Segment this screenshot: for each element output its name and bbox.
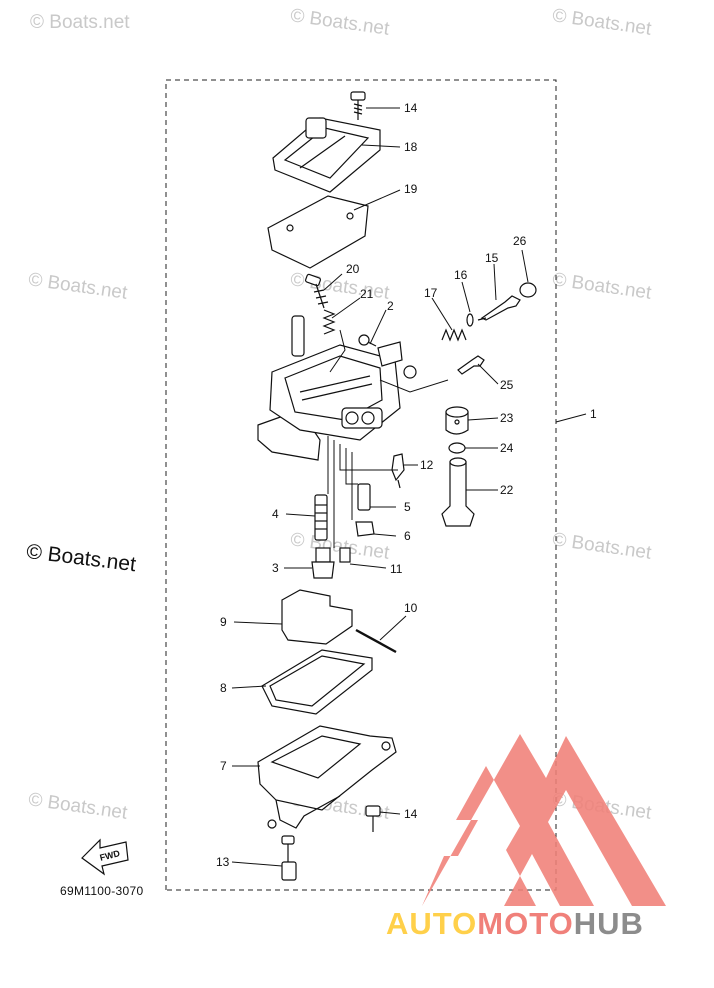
automotohub-logo-icon: [422, 734, 666, 906]
carburetor-body-part: [257, 315, 417, 461]
screw-part: [350, 91, 366, 120]
needle-valve-part: [477, 295, 521, 321]
callout-label: 19: [404, 182, 418, 196]
spring-part: [441, 328, 467, 342]
o-ring-part: [466, 313, 474, 327]
leader-lines: [231, 107, 587, 867]
callout-label: 17: [424, 286, 438, 300]
screw-part: [305, 273, 329, 309]
callout-label: 18: [404, 140, 418, 154]
cover-part: [272, 117, 381, 193]
callout-label: 7: [220, 759, 227, 773]
watermark: © Boats.net: [30, 12, 130, 33]
callout-label: 21: [360, 287, 374, 301]
brand-part-hub: HUB: [573, 906, 644, 941]
callout-label: 13: [216, 855, 230, 869]
float-bowl-gasket-part: [261, 649, 373, 715]
gasket-part: [267, 195, 369, 269]
spring-part: [322, 309, 336, 335]
callout-label: 3: [272, 561, 279, 575]
callout-label: 12: [420, 458, 434, 472]
callout-label: 6: [404, 529, 411, 543]
emulsion-tube-part: [314, 494, 328, 541]
callout-label: 2: [387, 299, 394, 313]
collar-part: [445, 406, 469, 435]
callout-label: 14: [404, 807, 418, 821]
callout-label: 10: [404, 601, 418, 615]
callout-label: 24: [500, 441, 514, 455]
cap-part: [519, 282, 537, 298]
callout-label: 8: [220, 681, 227, 695]
callout-label: 26: [513, 234, 527, 248]
o-ring-part: [448, 442, 466, 454]
callout-label: 14: [404, 101, 418, 115]
callout-label: 25: [500, 378, 514, 392]
callout-label: 20: [346, 262, 360, 276]
float-part: [281, 589, 353, 645]
callout-label: 9: [220, 615, 227, 629]
callout-label: 15: [485, 251, 499, 265]
nozzle-part: [311, 547, 335, 579]
assembly-boundary: [165, 79, 557, 891]
plug-screw-part: [339, 547, 351, 563]
callout-label: 22: [500, 483, 514, 497]
brand-part-moto: MOTO: [477, 906, 574, 941]
drain-screw-part: [281, 835, 297, 881]
callout-label: 16: [454, 268, 468, 282]
fwd-arrow-icon: FWD: [81, 838, 129, 876]
callout-label: 4: [272, 507, 279, 521]
callout-label: 5: [404, 500, 411, 514]
brand-part-auto: AUTO: [386, 906, 478, 941]
plunger-part: [441, 457, 475, 527]
screw-part: [457, 355, 485, 375]
screw-part: [365, 805, 381, 832]
callout-labels: 14 18 19 20 21 2 17 16 15 26 25 23 1 24 …: [216, 101, 597, 869]
callout-label: 11: [390, 562, 403, 576]
callout-label: 1: [590, 407, 597, 421]
jet-part: [357, 483, 371, 511]
small-screw-part: [358, 334, 377, 347]
plug-part: [355, 521, 375, 537]
brand-wordmark: AUTOMOTOHUB: [386, 906, 644, 942]
callout-label: 23: [500, 411, 514, 425]
diagram-code: 69M1100-3070: [60, 884, 144, 898]
float-pin-part: [355, 628, 397, 654]
float-bowl-part: [257, 725, 397, 829]
fwd-label: FWD: [99, 848, 122, 863]
jet-part: [391, 453, 405, 489]
